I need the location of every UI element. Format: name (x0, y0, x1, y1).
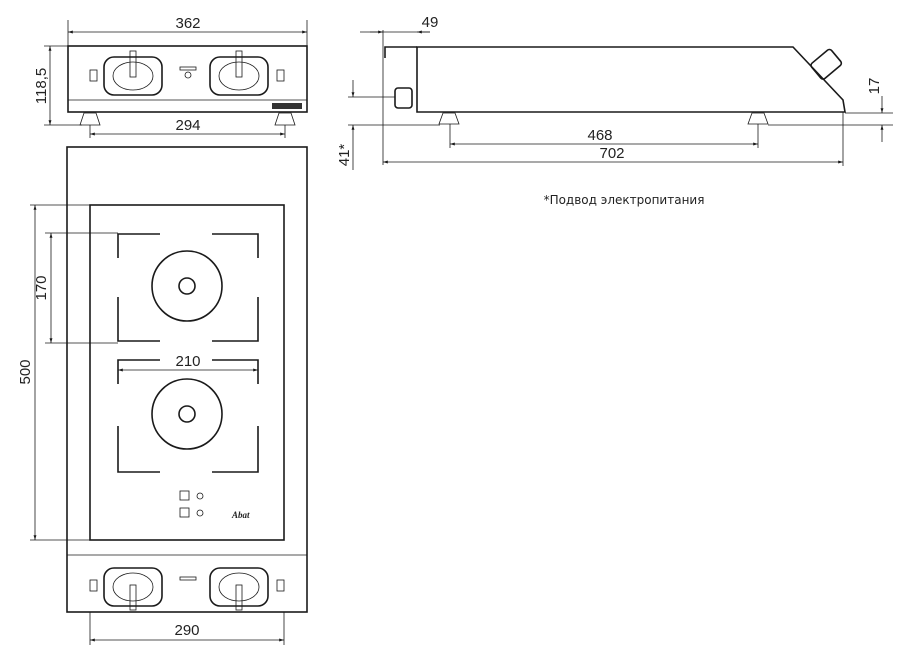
front-view: 362 118,5 294 (33, 15, 308, 138)
foot (747, 112, 769, 125)
power-switch (179, 66, 197, 71)
control-knob-left (103, 50, 163, 96)
side-knob (810, 48, 843, 80)
indicator-right (276, 69, 285, 82)
dim-plan-depth: 500 (17, 359, 34, 384)
dim-front-step: 17 (866, 78, 883, 95)
dim-zone-depth: 170 (33, 275, 50, 300)
dim-side-feet-spacing: 468 (587, 127, 612, 144)
dim-feet-spacing: 294 (175, 117, 200, 134)
dim-side-depth: 702 (599, 145, 624, 162)
burner-center (178, 277, 196, 295)
foot (274, 112, 296, 126)
brand-plate (272, 103, 302, 109)
cable-gland (394, 87, 413, 109)
footnote: *Подвод электропитания (544, 193, 705, 207)
control-knob-right (209, 567, 269, 611)
brand-logo: Abat (231, 510, 250, 520)
dim-front-height: 118,5 (33, 68, 50, 104)
dim-back-offset: 49 (422, 14, 439, 31)
back-plate (384, 46, 417, 58)
cooking-zone-bottom (117, 359, 259, 473)
plan-view: Abat 500 170 210 290 (17, 146, 308, 645)
control-knob-right (209, 50, 269, 96)
control-button (179, 507, 190, 518)
glass-surface (89, 204, 285, 541)
dim-panel-width: 290 (174, 622, 199, 639)
dim-cable-height: 41* (336, 144, 353, 167)
control-button (179, 490, 190, 501)
foot (438, 112, 460, 125)
dim-front-width: 362 (175, 15, 200, 32)
side-view: 49 41* 17 468 702 (336, 14, 893, 170)
indicator-left (89, 69, 98, 82)
foot (79, 112, 101, 126)
dim-zone-width: 210 (175, 353, 200, 370)
cooking-zone-top (117, 233, 259, 342)
control-knob-left (103, 567, 163, 611)
